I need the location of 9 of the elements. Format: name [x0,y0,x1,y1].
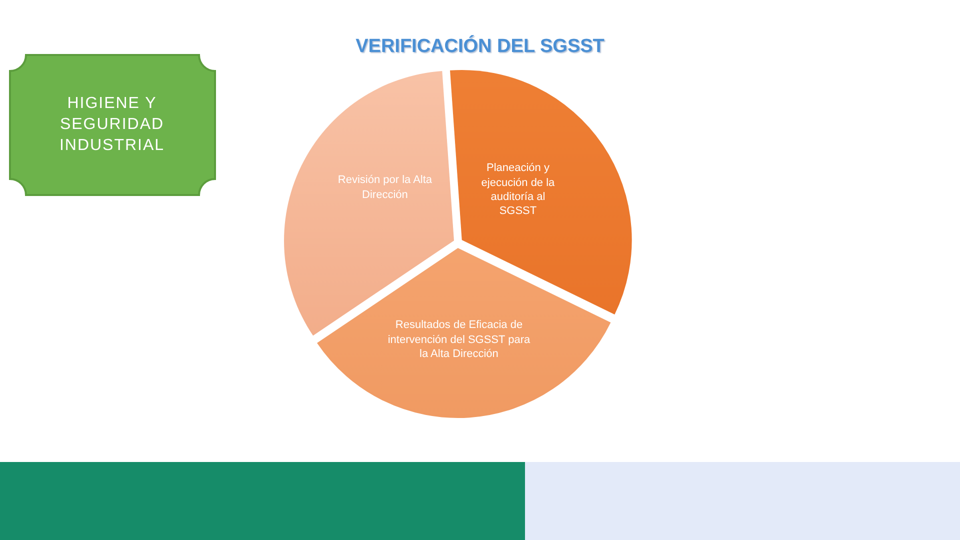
diagram-title: VERIFICACIÓN DEL SGSST [356,36,604,58]
segment-label: Planeación y ejecución de la auditoría al SGSST [480,161,556,219]
pie-segment [317,248,612,418]
plaque-label: HIGIENE Y SEGURIDAD INDUSTRIAL [58,94,166,156]
pie-segment [284,71,454,336]
segment-label: Revisión por la Alta Dirección [336,173,434,202]
label-plaque [10,55,215,195]
segment-label: Resultados de Eficacia de intervención del SGSST para la Alta Dirección [386,318,532,362]
pie-segment [450,70,632,315]
